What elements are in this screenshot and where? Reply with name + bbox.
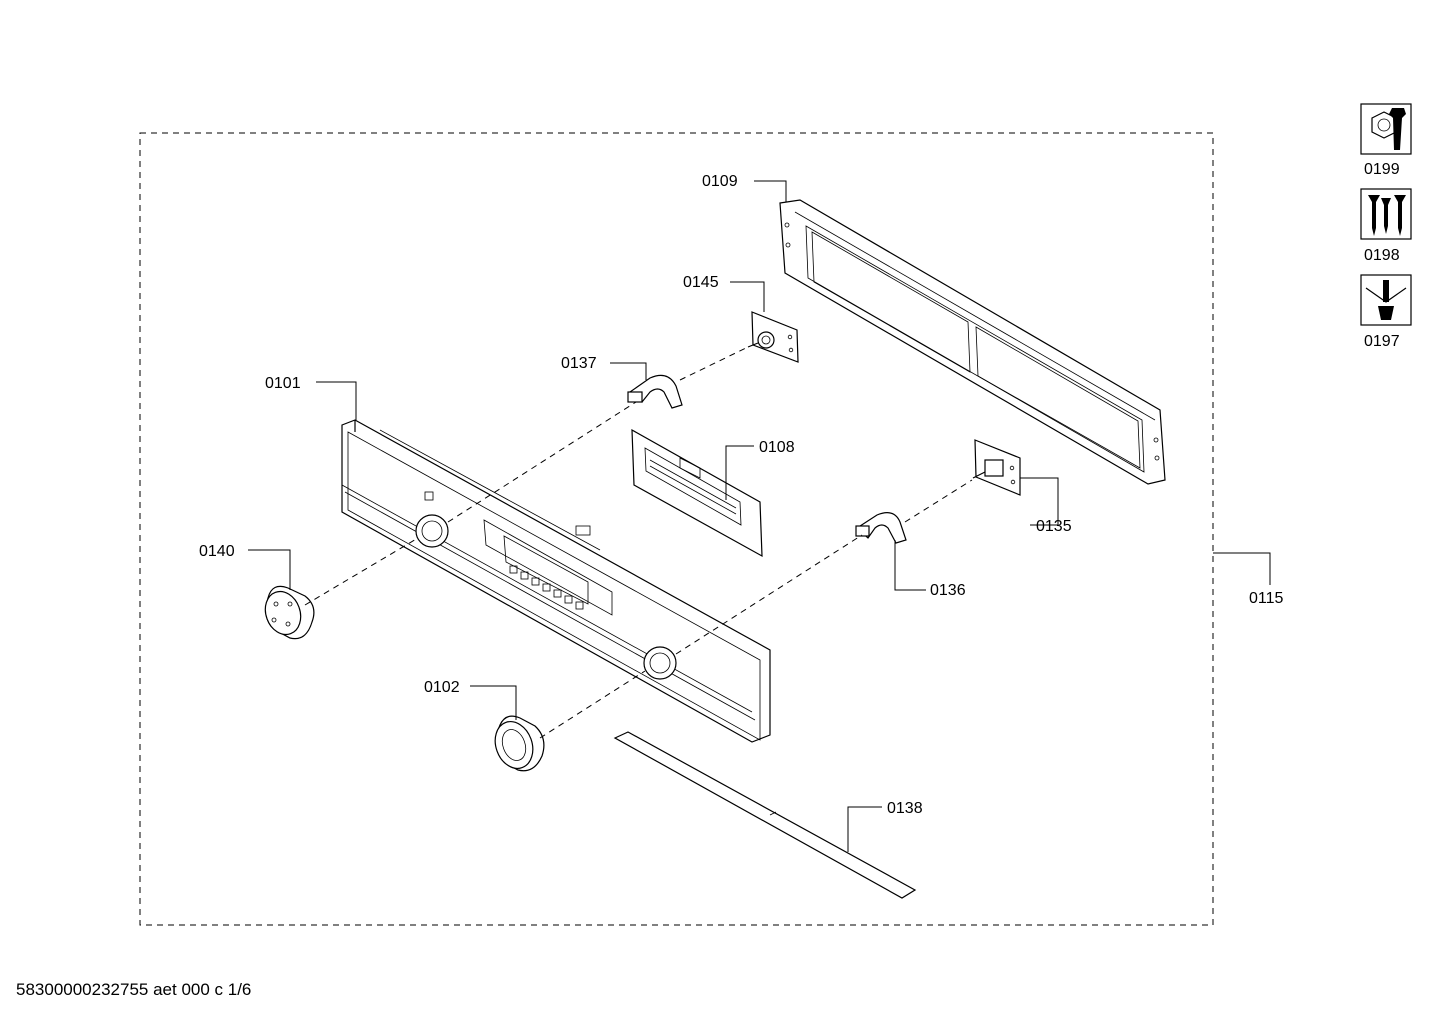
wrench-nut-icon (1360, 103, 1412, 155)
knob-0140 (264, 585, 315, 640)
label-0102: 0102 (424, 679, 460, 696)
label-0115: 0115 (1249, 590, 1284, 607)
knob-ring-0102 (494, 715, 545, 772)
label-0109: 0109 (702, 173, 738, 190)
label-0140: 0140 (199, 543, 235, 560)
label-0145: 0145 (683, 274, 719, 291)
lubricant-icon (1360, 274, 1412, 326)
legend-label-0199: 0199 (1364, 161, 1400, 178)
label-0137: 0137 (561, 355, 597, 372)
label-0101: 0101 (265, 375, 301, 392)
assembly-axes (304, 346, 973, 739)
part-labels: 0109 0145 0137 0101 0108 0135 0140 0136 … (199, 173, 1284, 817)
legend-label-0197: 0197 (1364, 333, 1400, 350)
label-0135: 0135 (1036, 518, 1072, 535)
encoder-bracket-0135 (972, 439, 1021, 496)
clip-0137 (627, 374, 683, 409)
back-frame-0109 (779, 199, 1166, 485)
trim-strip-0138 (613, 731, 917, 899)
leader-lines (248, 180, 1271, 852)
control-panel-0101 (341, 419, 771, 743)
encoder-bracket-0145 (747, 311, 799, 363)
document-id-footer: 58300000232755 aet 000 c 1/6 (16, 980, 252, 999)
legend-label-0198: 0198 (1364, 247, 1400, 264)
label-0108: 0108 (759, 439, 795, 456)
display-module-0108 (631, 428, 763, 558)
screws-icon (1360, 188, 1412, 240)
assembly-boundary (139, 132, 1214, 926)
clip-0136 (855, 512, 907, 544)
label-0138: 0138 (887, 800, 923, 817)
label-0136: 0136 (930, 582, 966, 599)
